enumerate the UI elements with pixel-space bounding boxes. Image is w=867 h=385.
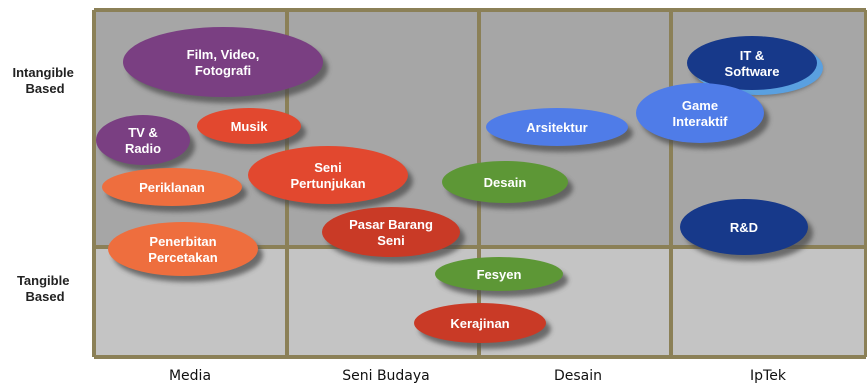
column-label-desain: Desain	[554, 368, 602, 384]
bubble-label: IT &Software	[725, 48, 780, 79]
bubble-shape	[680, 199, 808, 255]
row-label-intangible: Intangible Based	[12, 65, 77, 96]
bubble-shape	[248, 146, 408, 204]
bubble-film-video-fotografi: Film, Video,Fotografi	[123, 27, 328, 103]
bubble-shape	[486, 108, 628, 146]
bubble-label: Desain	[484, 175, 527, 190]
column-label-seni-budaya: Seni Budaya	[342, 368, 430, 384]
bubble-shape	[435, 257, 563, 291]
bubble-shape	[123, 27, 323, 97]
bubble-shape	[687, 36, 817, 90]
bubble-shape	[414, 303, 546, 343]
bubble-arsitektur: Arsitektur	[486, 108, 633, 152]
bubble-label: Arsitektur	[526, 120, 587, 135]
bubble-shape	[96, 115, 190, 165]
bubble-label: TV &Radio	[125, 125, 161, 156]
bubble-desain: Desain	[442, 161, 573, 209]
bubble-label: R&D	[730, 220, 758, 235]
column-label-iptek: IpTek	[750, 368, 787, 384]
bubble-label: Musik	[231, 119, 269, 134]
bubble-shape	[102, 168, 242, 206]
bubble-kerajinan: Kerajinan	[414, 303, 551, 349]
bubble-shape	[197, 108, 301, 144]
bubble-shape	[636, 83, 764, 143]
bubble-label: Periklanan	[139, 180, 205, 195]
bubble-shape	[108, 222, 258, 276]
bubble-label: Fesyen	[477, 267, 522, 282]
bubble-rd: R&D	[680, 199, 813, 261]
bubble-fesyen: Fesyen	[435, 257, 568, 297]
bubble-it-software: IT &Software	[687, 36, 823, 96]
bubble-label: Kerajinan	[450, 316, 509, 331]
bubble-shape	[442, 161, 568, 203]
bubble-periklanan: Periklanan	[102, 168, 247, 212]
bubble-layer: Film, Video,Fotografi TV &Radio MusikPerik…	[96, 27, 823, 349]
column-label-media: Media	[169, 368, 211, 384]
bubble-shape	[322, 207, 460, 257]
bubble-label: Film, Video,Fotografi	[187, 47, 260, 78]
bubble-tv-radio: TV &Radio	[96, 115, 195, 171]
row-label-tangible: Tangible Based	[17, 273, 73, 304]
bubble-musik: Musik	[197, 108, 306, 150]
